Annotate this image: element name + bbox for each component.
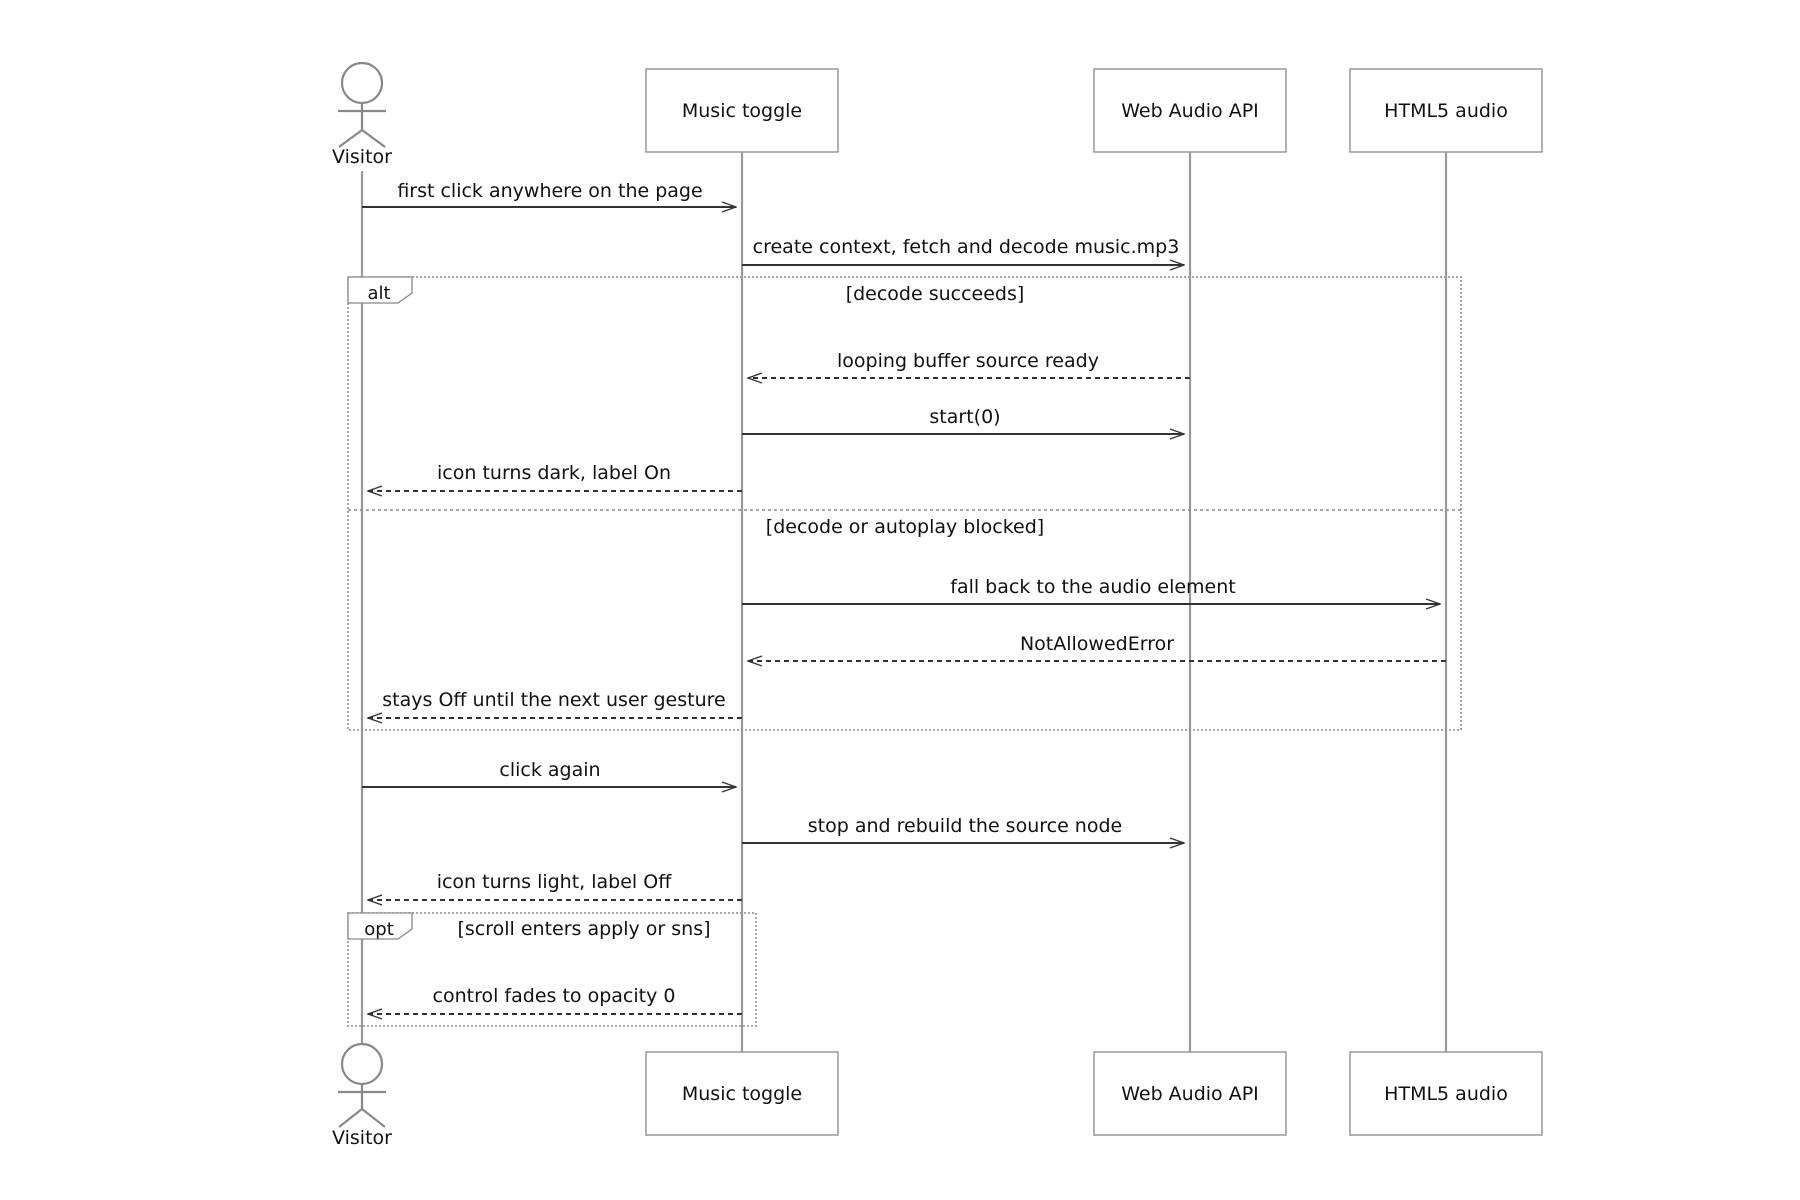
opt-frame: [347, 912, 757, 1027]
message-label: looping buffer source ready: [837, 350, 1099, 372]
alt-guard-success: [decode succeeds]: [846, 283, 1025, 305]
message-label: stays Off until the next user gesture: [382, 689, 725, 711]
participant-box: [1093, 68, 1287, 153]
visitor-actor-top: Visitor: [332, 61, 392, 168]
opt-keyword: opt: [364, 919, 394, 940]
participant-box: [1349, 1051, 1543, 1136]
message-fall-back: fall back to the audio element: [742, 576, 1440, 604]
opt-guard: [scroll enters apply or sns]: [457, 918, 710, 940]
participant-label: Web Audio API: [1121, 100, 1259, 122]
message-label: NotAllowedError: [1020, 633, 1174, 655]
message-not-allowed: NotAllowedError: [748, 633, 1446, 661]
alt-keyword: alt: [367, 283, 390, 304]
participant-label: Music toggle: [682, 100, 802, 122]
participant-box: [1349, 68, 1543, 153]
message-fades-opacity: control fades to opacity 0: [368, 985, 742, 1014]
web-audio-api-box-top: Web Audio API: [1093, 68, 1287, 153]
participant-box: [645, 1051, 839, 1136]
message-first-click: first click anywhere on the page: [362, 180, 736, 207]
visitor-label: Visitor: [332, 1127, 392, 1149]
participant-label: Web Audio API: [1121, 1083, 1259, 1105]
alt-guard-blocked: [decode or autoplay blocked]: [766, 516, 1044, 538]
message-label: icon turns light, label Off: [437, 871, 673, 893]
alt-tag: [347, 276, 413, 304]
message-icon-dark: icon turns dark, label On: [368, 462, 742, 491]
message-click-again: click again: [362, 759, 736, 787]
message-label: icon turns dark, label On: [437, 462, 671, 484]
message-stop-rebuild: stop and rebuild the source node: [742, 815, 1184, 843]
participant-label: HTML5 audio: [1384, 100, 1508, 122]
message-label: first click anywhere on the page: [397, 180, 702, 202]
music-toggle-box-top: Music toggle: [645, 68, 839, 153]
message-label: start(0): [929, 406, 1000, 428]
visitor-actor-bottom: Visitor: [332, 1042, 392, 1149]
alt-frame: [347, 276, 1462, 731]
participant-label: HTML5 audio: [1384, 1083, 1508, 1105]
participants-top: Visitor Music toggle Web Audio API HTML5…: [332, 61, 1543, 168]
message-label: stop and rebuild the source node: [808, 815, 1122, 837]
actor-head: [340, 61, 384, 105]
message-label: control fades to opacity 0: [433, 985, 676, 1007]
participant-box: [1093, 1051, 1287, 1136]
html5-audio-box-bottom: HTML5 audio: [1349, 1051, 1543, 1136]
opt-fragment: opt [scroll enters apply or sns]: [347, 912, 757, 1027]
actor-head: [340, 1042, 384, 1086]
message-buffer-ready: looping buffer source ready: [748, 350, 1190, 378]
alt-fragment: alt [decode succeeds] [decode or autopla…: [347, 276, 1462, 731]
music-toggle-box-bottom: Music toggle: [645, 1051, 839, 1136]
messages: first click anywhere on the page create …: [362, 180, 1446, 1014]
message-stays-off: stays Off until the next user gesture: [368, 689, 742, 718]
participants-bottom: Visitor Music toggle Web Audio API HTML5…: [332, 1042, 1543, 1149]
message-label: click again: [499, 759, 600, 781]
lifelines: [360, 152, 1448, 1052]
message-start: start(0): [742, 406, 1184, 434]
web-audio-api-box-bottom: Web Audio API: [1093, 1051, 1287, 1136]
html5-audio-box-top: HTML5 audio: [1349, 68, 1543, 153]
message-create-context: create context, fetch and decode music.m…: [742, 236, 1184, 265]
participant-label: Music toggle: [682, 1083, 802, 1105]
participant-box: [645, 68, 839, 153]
message-label: fall back to the audio element: [950, 576, 1236, 598]
message-label: create context, fetch and decode music.m…: [753, 236, 1180, 258]
visitor-label: Visitor: [332, 146, 392, 168]
message-icon-light: icon turns light, label Off: [368, 871, 742, 900]
opt-tag: [347, 912, 413, 940]
